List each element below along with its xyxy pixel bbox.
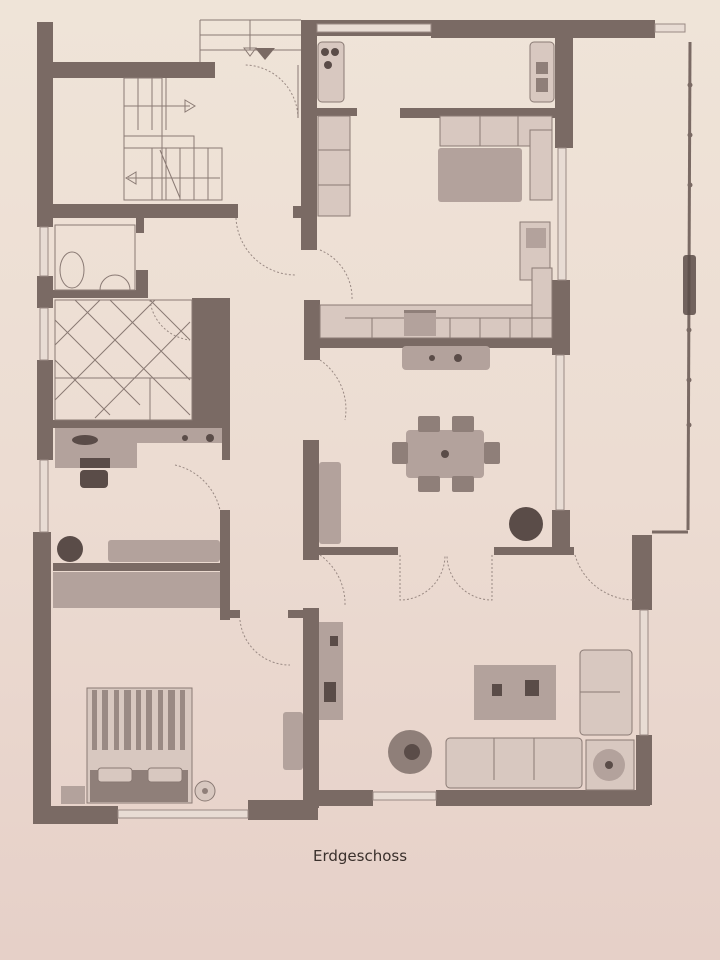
bedroom: [61, 687, 303, 804]
entrance-steps: [199, 19, 301, 119]
dining: [319, 416, 543, 544]
living-room: [319, 622, 635, 791]
study: [55, 428, 222, 488]
hall-furniture: [53, 536, 220, 608]
windows: [39, 23, 686, 819]
doors: [149, 217, 636, 666]
staircase: [123, 77, 223, 201]
plan-caption: Erdgeschoss: [312, 847, 408, 865]
kitchen: [317, 41, 555, 370]
terrace-railing: [652, 41, 696, 534]
bathroom: [54, 224, 193, 421]
